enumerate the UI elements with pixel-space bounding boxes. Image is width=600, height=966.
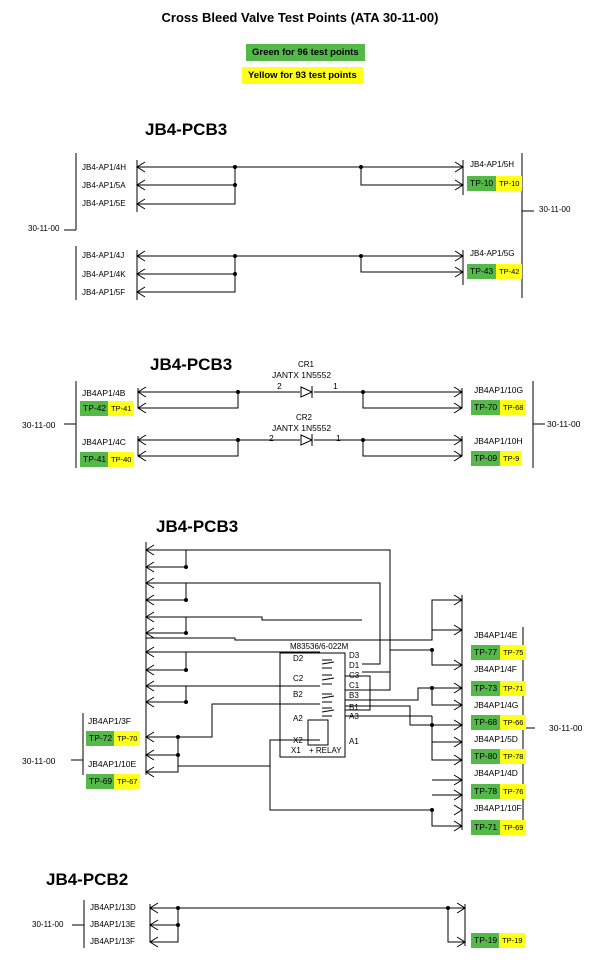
- relay-pin: A3: [349, 712, 359, 721]
- connector-label: JB4-AP1/5E: [82, 199, 126, 208]
- section-4-heading: JB4-PCB2: [46, 870, 129, 889]
- diode-pin: 1: [336, 433, 341, 443]
- section-3-wiring: [71, 542, 535, 835]
- connector-label: JB4AP1/10E: [88, 759, 137, 769]
- diode-pin: 1: [333, 381, 338, 391]
- relay-pin: C3: [349, 671, 360, 680]
- test-point-green: TP-09: [471, 451, 501, 466]
- diode-part: JANTX 1N5552: [272, 423, 332, 433]
- relay-pin: B2: [293, 690, 303, 699]
- diode-pin: 2: [269, 433, 274, 443]
- ata-ref: 30-11-00: [32, 920, 64, 929]
- test-point-green: TP-77: [471, 645, 501, 660]
- test-point-yellow: TP-42: [496, 264, 523, 279]
- test-point-green: TP-73: [471, 681, 501, 696]
- test-point-green: TP-42: [80, 401, 110, 416]
- test-point-yellow: TP-40: [108, 452, 135, 467]
- connector-label: JB4AP1/3F: [88, 716, 131, 726]
- ata-ref: 30-11-00: [22, 420, 56, 430]
- test-point-yellow: TP-41: [108, 401, 135, 416]
- test-point-yellow: TP-68: [500, 400, 527, 415]
- diode-ref: CR1: [298, 360, 315, 369]
- ata-ref: 30-11-00: [22, 756, 56, 766]
- relay-pin: D1: [349, 661, 360, 670]
- test-point-yellow: TP-67: [114, 774, 141, 789]
- ata-ref: 30-11-00: [549, 723, 583, 733]
- ata-ref: 30-11-00: [28, 224, 60, 233]
- test-point-yellow: TP-76: [500, 784, 527, 799]
- relay-pin: D2: [293, 654, 304, 663]
- connector-label: JB4AP1/4F: [474, 664, 517, 674]
- test-point-green: TP-10: [467, 176, 497, 191]
- relay-pin: D3: [349, 651, 360, 660]
- legend-yellow: Yellow for 93 test points: [242, 67, 363, 84]
- test-point-green: TP-43: [467, 264, 497, 279]
- connector-label: JB4AP1/4C: [82, 437, 126, 447]
- relay-pin: B3: [349, 691, 359, 700]
- relay-pin: A1: [349, 737, 359, 746]
- section-1-wiring: [64, 153, 534, 300]
- test-point-green: TP-80: [471, 749, 501, 764]
- legend-green: Green for 96 test points: [246, 44, 365, 61]
- test-point-green: TP-71: [471, 820, 501, 835]
- connector-label: JB4AP1/10H: [474, 436, 523, 446]
- connector-label: JB4AP1/13F: [90, 937, 135, 946]
- diode-pin: 2: [277, 381, 282, 391]
- relay-pin: C1: [349, 681, 360, 690]
- section-3-heading: JB4-PCB3: [156, 517, 239, 536]
- diode-part: JANTX 1N5552: [272, 370, 332, 380]
- connector-label: JB4AP1/4D: [474, 768, 518, 778]
- test-point-yellow: TP-69: [500, 820, 527, 835]
- connector-label: JB4AP1/5D: [474, 734, 518, 744]
- relay-name: + RELAY: [309, 746, 342, 755]
- page-title: Cross Bleed Valve Test Points (ATA 30-11…: [161, 10, 439, 25]
- relay-part: M83536/6-022M: [290, 642, 349, 651]
- connector-label: JB4-AP1/4J: [82, 251, 125, 260]
- connector-label: JB4AP1/10F: [474, 803, 522, 813]
- connector-label: JB4AP1/13D: [90, 903, 136, 912]
- connector-label: JB4-AP1/5H: [470, 160, 515, 169]
- test-point-green: TP-70: [471, 400, 501, 415]
- section-1-heading: JB4-PCB3: [145, 120, 228, 139]
- connector-label: JB4-AP1/4H: [82, 163, 127, 172]
- connector-label: JB4AP1/4E: [474, 630, 518, 640]
- relay-pin: X1: [291, 746, 301, 755]
- test-point-yellow: TP-19: [499, 933, 526, 948]
- connector-label: JB4AP1/4B: [82, 388, 126, 398]
- test-point-green: TP-78: [471, 784, 501, 799]
- diode-ref: CR2: [296, 413, 313, 422]
- ata-ref: 30-11-00: [547, 419, 581, 429]
- test-point-yellow: TP-9: [500, 451, 523, 466]
- connector-label: JB4AP1/13E: [90, 920, 136, 929]
- connector-label: JB4-AP1/5G: [470, 249, 515, 258]
- test-point-yellow: TP-70: [114, 731, 141, 746]
- connector-label: JB4-AP1/5A: [82, 181, 126, 190]
- test-point-green: TP-41: [80, 452, 110, 467]
- connector-label: JB4-AP1/5F: [82, 288, 126, 297]
- section-2-wiring: [64, 381, 545, 468]
- test-point-green: TP-68: [471, 715, 501, 730]
- test-point-yellow: TP-71: [500, 681, 527, 696]
- connector-label: JB4AP1/4G: [474, 700, 519, 710]
- connector-label: JB4AP1/10G: [474, 385, 524, 395]
- test-point-yellow: TP-78: [500, 749, 527, 764]
- ata-ref: 30-11-00: [539, 205, 571, 214]
- test-point-yellow: TP-75: [500, 645, 527, 660]
- relay-pin: X2: [293, 736, 303, 745]
- relay-pin: B1: [349, 703, 359, 712]
- test-point-green: TP-19: [471, 933, 501, 948]
- test-point-green: TP-72: [86, 731, 116, 746]
- relay-pin: C2: [293, 674, 304, 683]
- test-point-yellow: TP-10: [496, 176, 523, 191]
- test-point-yellow: TP-66: [500, 715, 527, 730]
- relay-pin: A2: [293, 714, 303, 723]
- section-2-heading: JB4-PCB3: [150, 355, 233, 374]
- test-point-green: TP-69: [86, 774, 116, 789]
- connector-label: JB4-AP1/4K: [82, 270, 126, 279]
